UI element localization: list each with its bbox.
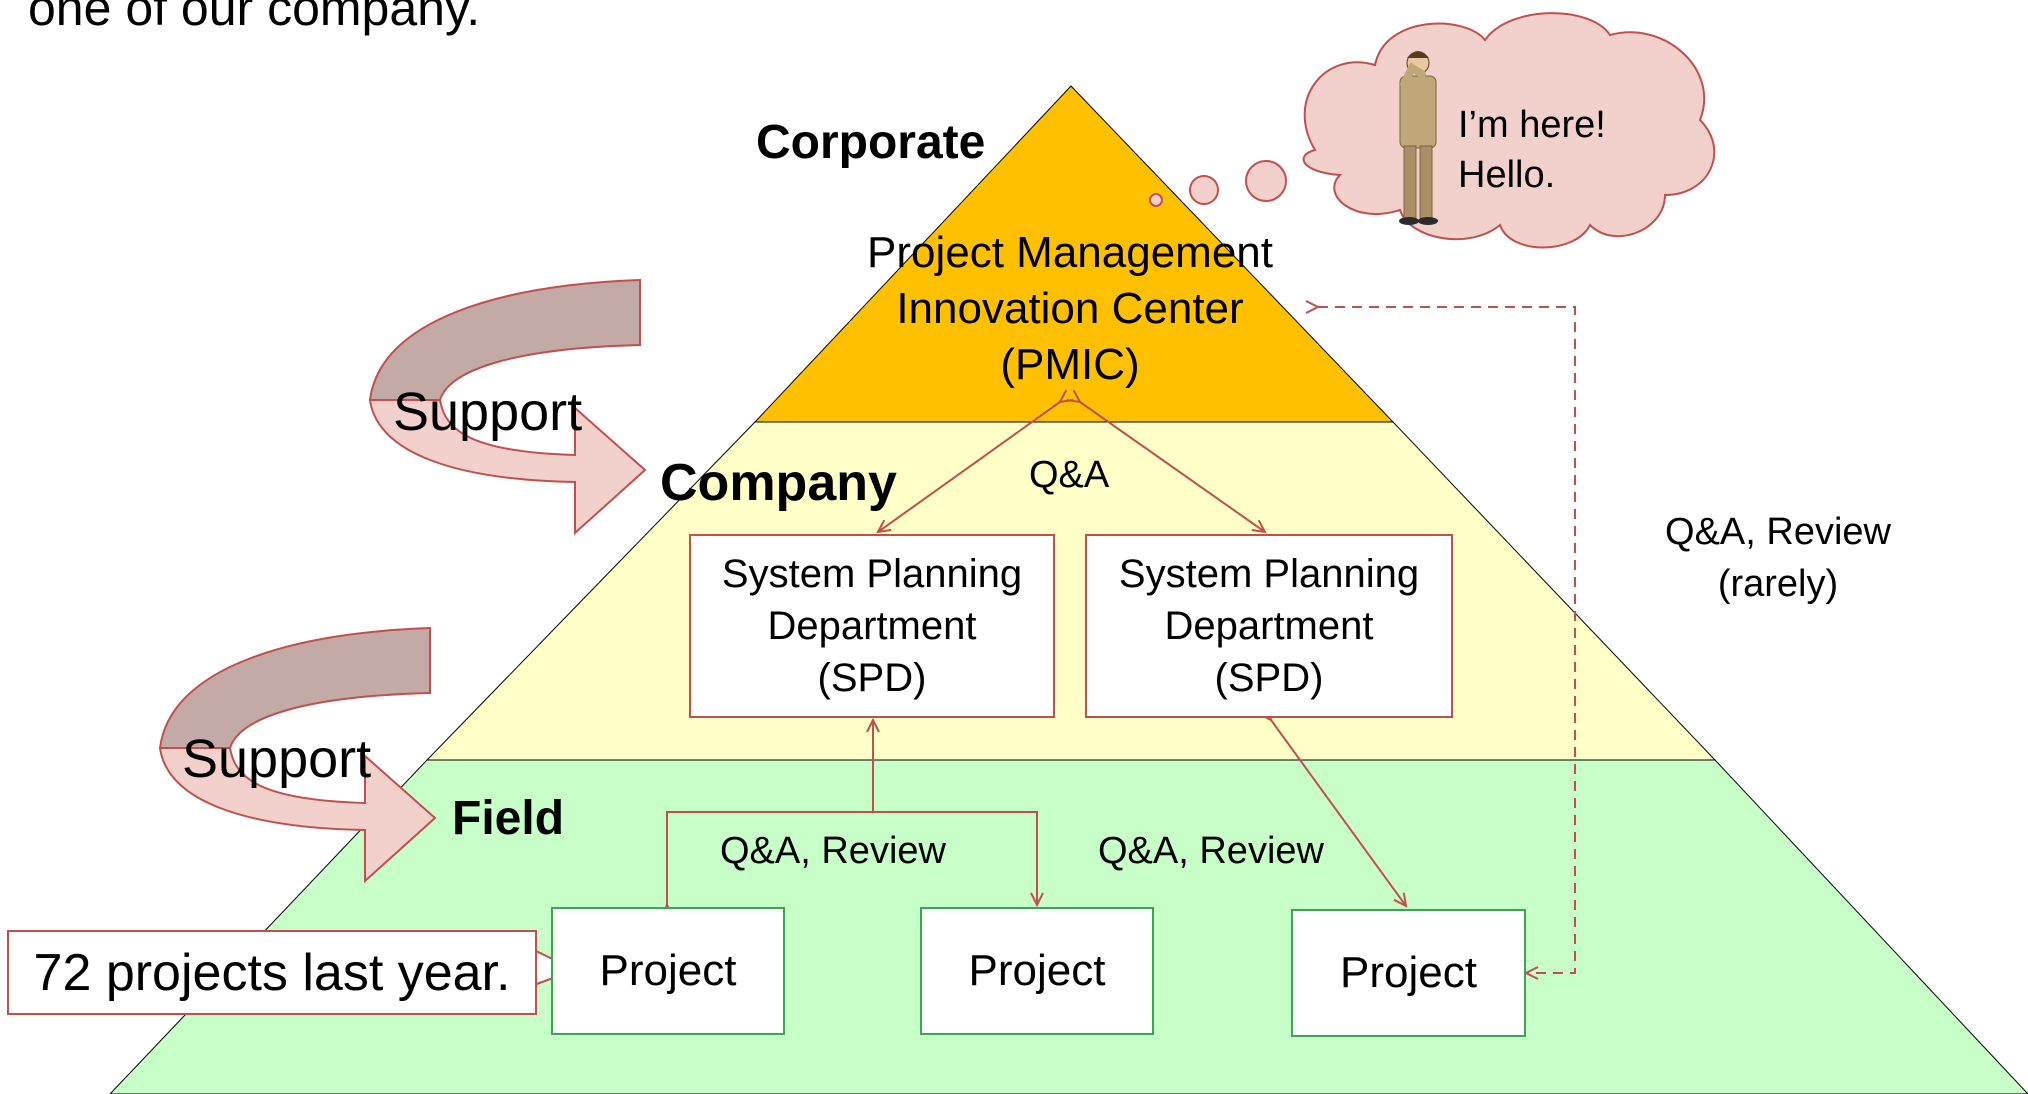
- spd-left-line2: Department: [767, 604, 977, 648]
- project-box-3[interactable]: Project: [1291, 909, 1526, 1037]
- spd-right-line2: Department: [1164, 604, 1374, 648]
- support-arrow-lower: [158, 626, 437, 884]
- spd-left-line3: (SPD): [817, 656, 927, 700]
- qa-label-spd-right-project: Q&A, Review: [1098, 830, 1324, 872]
- arrow-pmic-project-dashed: [1318, 307, 1576, 973]
- pmic-line3: (PMIC): [1000, 340, 1140, 389]
- level-label-field: Field: [452, 792, 565, 845]
- spd-right-line3: (SPD): [1214, 656, 1324, 700]
- spd-right-line1: System Planning: [1118, 552, 1420, 596]
- qa-label-spd-left-projects: Q&A, Review: [720, 830, 946, 872]
- project-box-2[interactable]: Project: [920, 907, 1154, 1035]
- person-icon: [1399, 51, 1438, 225]
- pmic-label: Project Management Innovation Center (PM…: [840, 225, 1300, 393]
- level-label-corporate: Corporate: [756, 116, 986, 169]
- pmic-line2: Innovation Center: [896, 284, 1244, 333]
- support-label-upper: Support: [393, 382, 583, 442]
- qa-label-pmic-project-line1: Q&A, Review: [1665, 511, 1891, 553]
- support-label-lower: Support: [182, 729, 372, 789]
- support-arrow-upper: [368, 278, 647, 536]
- spd-box-right[interactable]: System Planning Department (SPD): [1085, 534, 1453, 718]
- arrow-pmic-spd-left: [878, 402, 1060, 532]
- pmic-line1: Project Management: [867, 228, 1273, 277]
- spd-box-left[interactable]: System Planning Department (SPD): [689, 534, 1055, 718]
- level-label-company: Company: [660, 454, 897, 512]
- spd-left-line1: System Planning: [721, 552, 1023, 596]
- projects-callout: 72 projects last year.: [7, 930, 537, 1015]
- qa-label-pmic-project: Q&A, Review (rarely): [1608, 506, 1948, 610]
- thought-line2: Hello.: [1458, 154, 1556, 196]
- arrow-pmic-spd-right: [1080, 402, 1265, 532]
- arrow-junction-projects: [667, 811, 1037, 905]
- thought-line1: I’m here!: [1458, 104, 1606, 146]
- project-box-1[interactable]: Project: [551, 907, 785, 1035]
- qa-label-pmic-project-line2: (rarely): [1717, 563, 1839, 605]
- thought-text: I’m here! Hello.: [1458, 100, 1606, 200]
- intro-text: one of our company.: [28, 0, 481, 36]
- qa-label-pmic-spd: Q&A: [1029, 454, 1110, 496]
